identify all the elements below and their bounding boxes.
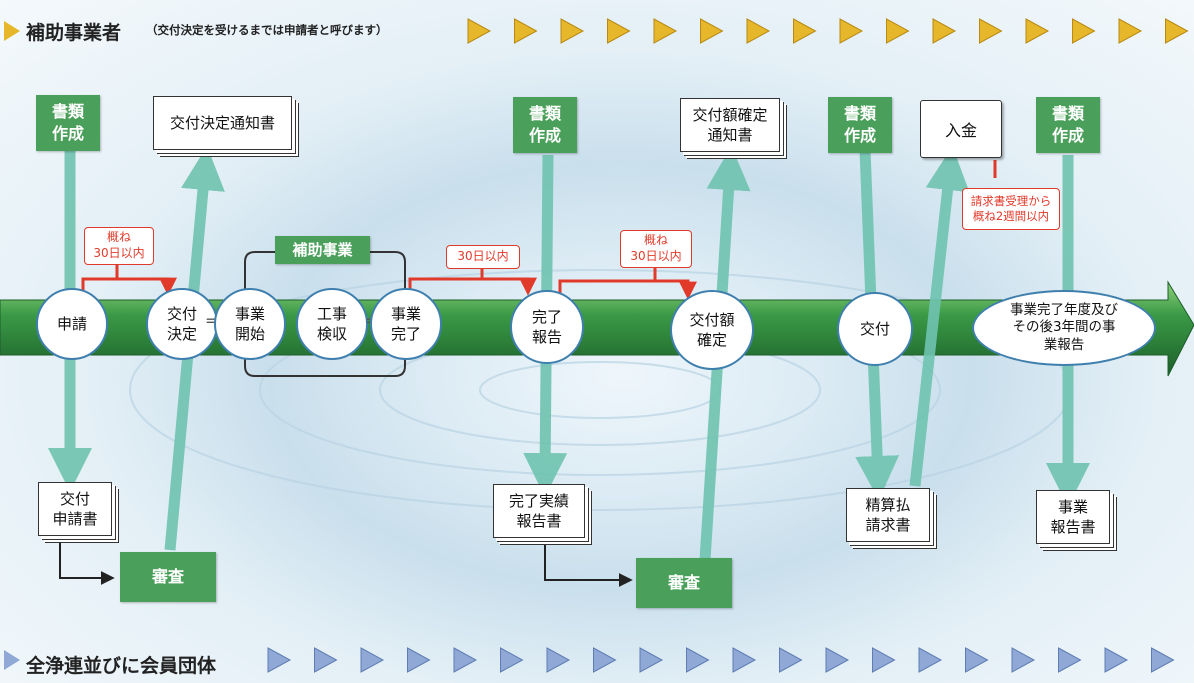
step-construction-inspection: 工事 検収 — [296, 288, 368, 360]
footer-triangle-row — [4, 647, 1175, 673]
footer-triangle-6 — [546, 647, 571, 673]
footer-triangle-13 — [872, 647, 896, 673]
header-title: 補助事業者 — [26, 22, 122, 44]
header-triangle-10 — [932, 18, 957, 44]
header-triangle-14 — [1118, 18, 1143, 44]
footer-triangle-0 — [267, 647, 292, 673]
header-triangle-12 — [1025, 18, 1050, 44]
footer-triangle-10 — [732, 647, 757, 673]
footer-triangle-2 — [360, 647, 385, 673]
step-grant-decision: 交付 決定 — [146, 288, 218, 360]
footer-triangle-19 — [1151, 647, 1175, 673]
completion-report-form: 完了実績 報告書 — [493, 484, 585, 538]
project-report-form: 事業 報告書 — [1036, 490, 1110, 544]
header-triangle-15 — [1165, 18, 1189, 44]
step-grant-payment: 交付 — [837, 292, 913, 366]
payment-received-box: 入金 — [920, 100, 1002, 158]
submission-arrows — [59, 540, 633, 587]
footer-triangle-4 — [453, 647, 478, 673]
project-group-label: 補助事業 — [275, 236, 370, 264]
header-triangle-6 — [746, 18, 771, 44]
label-within-30-days: 30日以内 — [446, 245, 520, 269]
label-approx-30-days-1: 概ね 30日以内 — [84, 227, 154, 265]
footer-lead-triangle — [4, 650, 20, 670]
prep-box-application: 書類 作成 — [36, 95, 100, 151]
label-payment-within-2-weeks: 請求書受理から 概ね2週間以内 — [962, 188, 1060, 230]
settlement-claim-form: 精算払 請求書 — [846, 488, 930, 542]
header-subtitle: （交付決定を受けるまでは申請者と呼びます） — [146, 23, 388, 37]
footer-triangle-17 — [1058, 647, 1082, 673]
header-triangle-7 — [793, 18, 817, 44]
footer-triangle-8 — [639, 647, 664, 673]
step-application: 申請 — [36, 288, 108, 360]
grant-application-form: 交付 申請書 — [38, 482, 112, 536]
footer-triangle-1 — [314, 647, 338, 673]
header-triangle-13 — [1072, 18, 1096, 44]
header-triangle-4 — [653, 18, 678, 44]
header-triangle-9 — [886, 18, 910, 44]
step-annual-reports: 事業完了年度及び その後3年間の事 業報告 — [972, 290, 1156, 366]
header-triangle-1 — [514, 18, 538, 44]
grant-decision-notice: 交付決定通知書 — [153, 96, 292, 150]
footer-triangle-18 — [1104, 647, 1129, 673]
prep-box-report: 書類 作成 — [1036, 97, 1100, 153]
footer-triangle-7 — [593, 647, 617, 673]
header-triangle-8 — [839, 18, 864, 44]
footer-triangle-16 — [1011, 647, 1036, 673]
footer-triangle-11 — [779, 647, 803, 673]
header-triangle-row — [4, 18, 1189, 44]
step-completion-report: 完了 報告 — [510, 290, 584, 364]
footer-triangle-14 — [918, 647, 943, 673]
footer-triangle-3 — [407, 647, 431, 673]
header-triangle-0 — [467, 18, 492, 44]
footer-triangle-15 — [965, 647, 989, 673]
header-lead-triangle — [4, 21, 20, 41]
review-box-application: 審査 — [120, 552, 216, 602]
prep-box-completion: 書類 作成 — [513, 97, 577, 153]
header-triangle-2 — [560, 18, 585, 44]
step-project-completion: 事業 完了 — [370, 288, 442, 360]
review-box-completion: 審査 — [636, 558, 732, 608]
label-approx-30-days-2: 概ね 30日以内 — [620, 230, 692, 268]
step-grant-amount-fixed: 交付額 確定 — [670, 290, 754, 370]
duration-brackets — [81, 160, 997, 300]
prep-box-payment: 書類 作成 — [828, 97, 892, 153]
footer-triangle-5 — [500, 647, 524, 673]
header-triangle-3 — [607, 18, 631, 44]
footer-title: 全浄連並びに会員団体 — [26, 655, 217, 677]
step-project-start: 事業 開始 — [214, 288, 286, 360]
header-triangle-11 — [979, 18, 1003, 44]
grant-amount-notice: 交付額確定 通知書 — [680, 98, 780, 152]
header-triangle-5 — [700, 18, 724, 44]
footer-triangle-12 — [825, 647, 850, 673]
footer-triangle-9 — [686, 647, 710, 673]
